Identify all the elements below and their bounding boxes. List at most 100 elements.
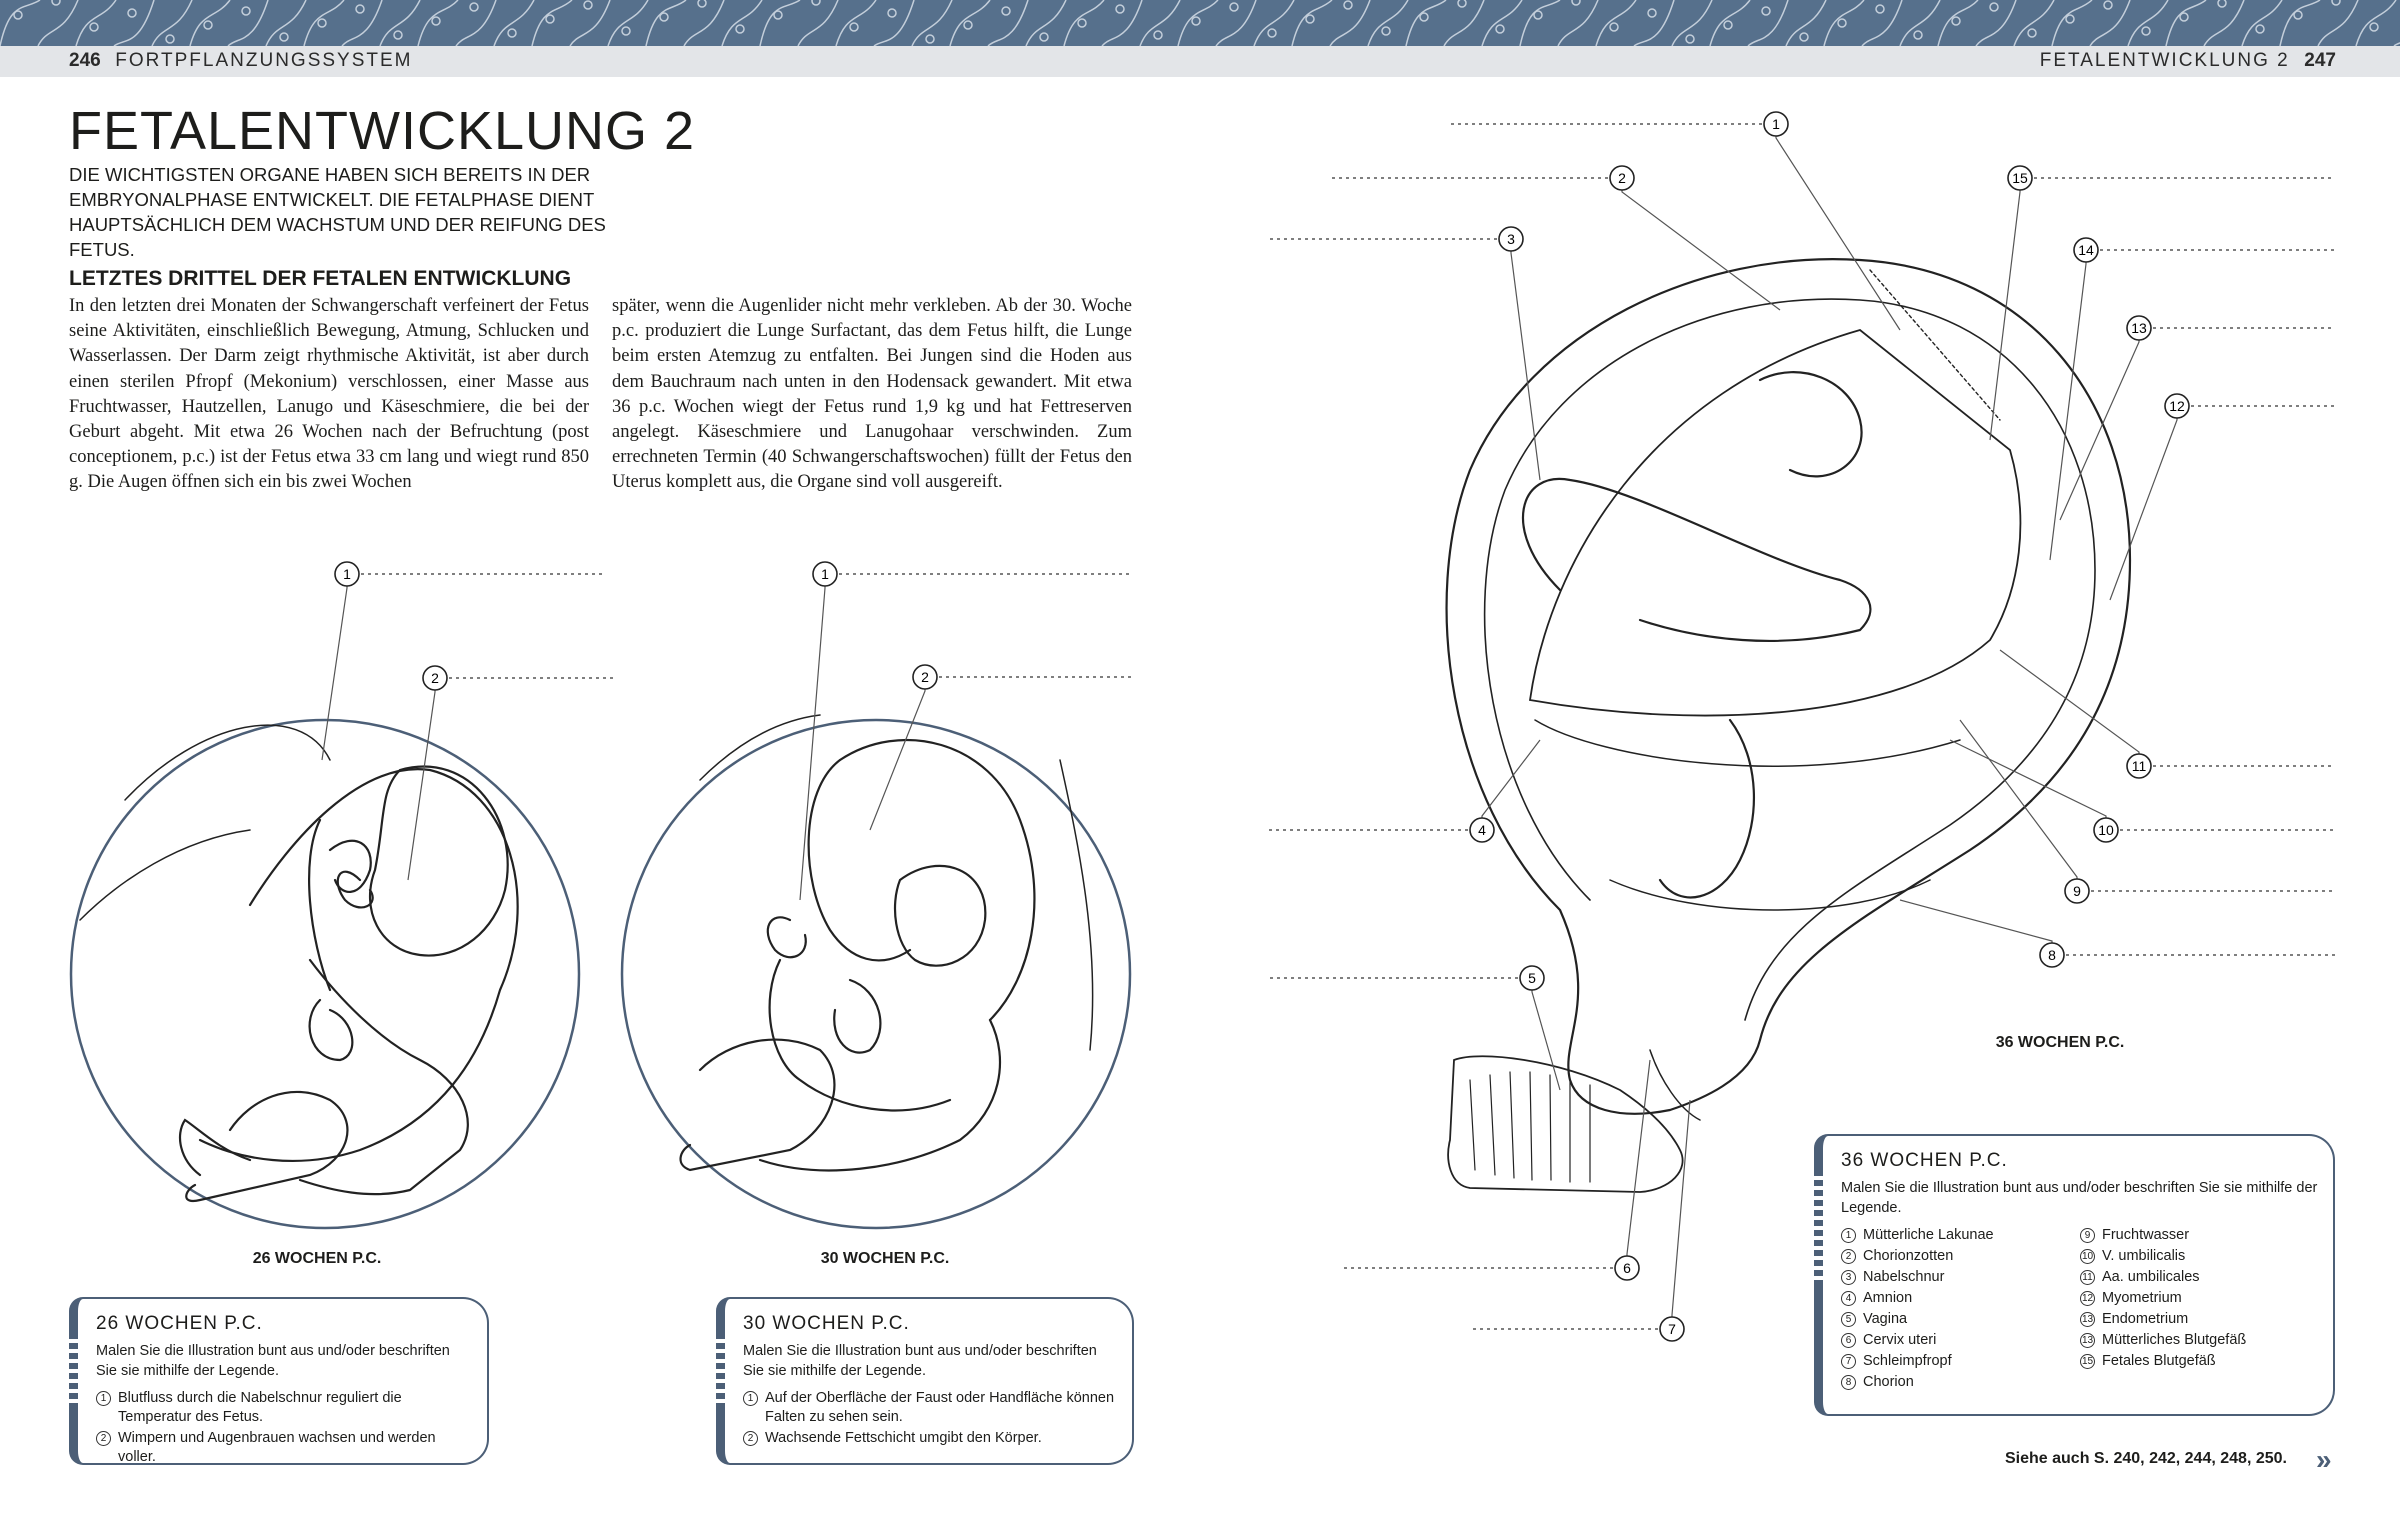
- legend-item-text: Schleimpfropf: [1863, 1353, 1952, 1369]
- pointer-line: [2059, 328, 2140, 521]
- section-name-left: FORTPFLANZUNGSSYSTEM: [115, 50, 413, 71]
- section-heading: LETZTES DRITTEL DER FETALEN ENTWICKLUNG: [69, 267, 572, 290]
- callout-circle: [2093, 817, 2119, 843]
- callout-circle: [1763, 111, 1789, 137]
- legend-item: 7 Schleimpfropf: [1841, 1352, 2080, 1371]
- callout-number: 13: [2131, 320, 2147, 336]
- legend-item: 6 Cervix uteri: [1841, 1331, 2080, 1350]
- legend-item-text: Nabelschnur: [1863, 1269, 1945, 1285]
- see-also-reference: Siehe auch S. 240, 242, 244, 248, 250.: [2005, 1450, 2287, 1467]
- pointer-line: [2049, 250, 2087, 561]
- legend-box-26-weeks: 26 WOCHEN P.C. Malen Sie die Illustratio…: [69, 1297, 489, 1465]
- legend-item-text: Chorion: [1863, 1374, 1914, 1390]
- number-badge: 4: [1841, 1291, 1856, 1306]
- legend-item-text: Fruchtwasser: [2102, 1227, 2190, 1243]
- legend-instruction: Malen Sie die Illustration bunt aus und/…: [1841, 1180, 2318, 1216]
- callout-number: 11: [2132, 758, 2147, 774]
- legend-item-text: Fetales Blutgefäß: [2102, 1353, 2216, 1369]
- callout-number: 2: [1618, 170, 1626, 186]
- callout-circle: [1609, 165, 1635, 191]
- callout-circle: [2073, 237, 2099, 263]
- legend-item-text: Mütterliche Lakunae: [1863, 1227, 1994, 1243]
- pointer-line: [799, 574, 826, 901]
- legend-item: 13 Mütterliches Blutgefäß: [2080, 1331, 2319, 1350]
- caption-36-weeks: 36 WOCHEN P.C.: [1995, 1034, 2125, 1051]
- legend-item: 1 Mütterliche Lakunae: [1841, 1226, 2080, 1245]
- callout-number: 12: [2169, 398, 2185, 414]
- callout-number: 9: [2073, 883, 2081, 899]
- number-badge: 2: [96, 1431, 111, 1446]
- legend-item-text: Chorionzotten: [1863, 1248, 1954, 1264]
- callout-circle: [2126, 753, 2152, 779]
- box-edge-decoration: [1814, 1170, 1823, 1280]
- number-badge: 13: [2080, 1333, 2095, 1348]
- number-badge: 5: [1841, 1312, 1856, 1327]
- running-header-left: 246 FORTPFLANZUNGSSYSTEM: [69, 50, 413, 72]
- number-badge: 2: [1841, 1249, 1856, 1264]
- box-edge-decoration: [69, 1333, 78, 1403]
- legend-item: 8 Chorion: [1841, 1373, 2080, 1392]
- callout-circle: [422, 665, 448, 691]
- legend-instruction: Malen Sie die Illustration bunt aus und/…: [743, 1343, 1097, 1379]
- number-badge: 1: [743, 1391, 758, 1406]
- callout-circle: [2039, 942, 2065, 968]
- callout-number: 2: [431, 670, 439, 686]
- legend-box-30-weeks: 30 WOCHEN P.C. Malen Sie die Illustratio…: [716, 1297, 1134, 1465]
- callout-circle: [2007, 165, 2033, 191]
- legend-item-text: Amnion: [1863, 1290, 1913, 1306]
- legend-title: 26 WOCHEN P.C.: [96, 1313, 263, 1334]
- caption-26-weeks: 26 WOCHEN P.C.: [252, 1250, 382, 1267]
- pointer-line: [1949, 739, 2107, 830]
- legend-item-text: Cervix uteri: [1863, 1332, 1937, 1348]
- callout-circle: [2126, 315, 2152, 341]
- number-badge: 13: [2080, 1312, 2095, 1327]
- box-edge-decoration: [716, 1333, 725, 1403]
- legend-item: 2 Chorionzotten: [1841, 1247, 2080, 1266]
- body-column-2: später, wenn die Augenlider nicht mehr v…: [612, 296, 1132, 493]
- callout-number: 1: [1772, 116, 1780, 132]
- intro-text: Die wichtigsten Organe haben sich bereit…: [69, 164, 606, 260]
- callout-number: 10: [2098, 822, 2114, 838]
- legend-item-text: Auf der Oberfläche der Faust oder Handfl…: [765, 1390, 1115, 1425]
- number-badge: 7: [1841, 1354, 1856, 1369]
- callout-number: 3: [1507, 231, 1515, 247]
- double-chevron-right-icon: »: [2316, 1444, 2332, 1475]
- pointer-line: [1510, 239, 1541, 481]
- page-number-left: 246: [69, 50, 101, 71]
- fetus-26-weeks-illustration: [69, 718, 581, 1230]
- pointer-line: [1531, 978, 1561, 1091]
- legend-item-text: Blutfluss durch die Nabelschnur regulier…: [118, 1390, 402, 1425]
- body-column-1: In den letzten drei Monaten der Schwange…: [69, 296, 589, 493]
- number-badge: 8: [1841, 1375, 1856, 1390]
- legend-item-text: Mütterliches Blutgefäß: [2102, 1332, 2247, 1348]
- callout-circle: [1469, 817, 1495, 843]
- number-badge: 1: [1841, 1228, 1856, 1243]
- number-badge: 11: [2080, 1270, 2095, 1285]
- callout-circle: [1519, 965, 1545, 991]
- page-title: FETALENTWICKLUNG 2: [69, 101, 696, 161]
- number-badge: 6: [1841, 1333, 1856, 1348]
- callout-circle: [334, 561, 360, 587]
- pointer-line: [407, 678, 436, 881]
- uterus-36-weeks-illustration: [1445, 258, 2132, 1193]
- section-name-right: FETALENTWICKLUNG 2: [2039, 50, 2290, 71]
- number-badge: 12: [2080, 1291, 2095, 1306]
- callout-number: 8: [2048, 947, 2056, 963]
- callout-number: 15: [2012, 170, 2028, 186]
- callout-circle: [2064, 878, 2090, 904]
- pointer-line: [869, 677, 926, 831]
- pointer-line: [1999, 649, 2140, 766]
- running-header-right: FETALENTWICKLUNG 2 247: [2040, 50, 2336, 72]
- pointer-line: [1899, 899, 2053, 955]
- running-header: [0, 46, 2400, 77]
- callout-number: 14: [2078, 242, 2094, 258]
- callout-number: 2: [921, 669, 929, 685]
